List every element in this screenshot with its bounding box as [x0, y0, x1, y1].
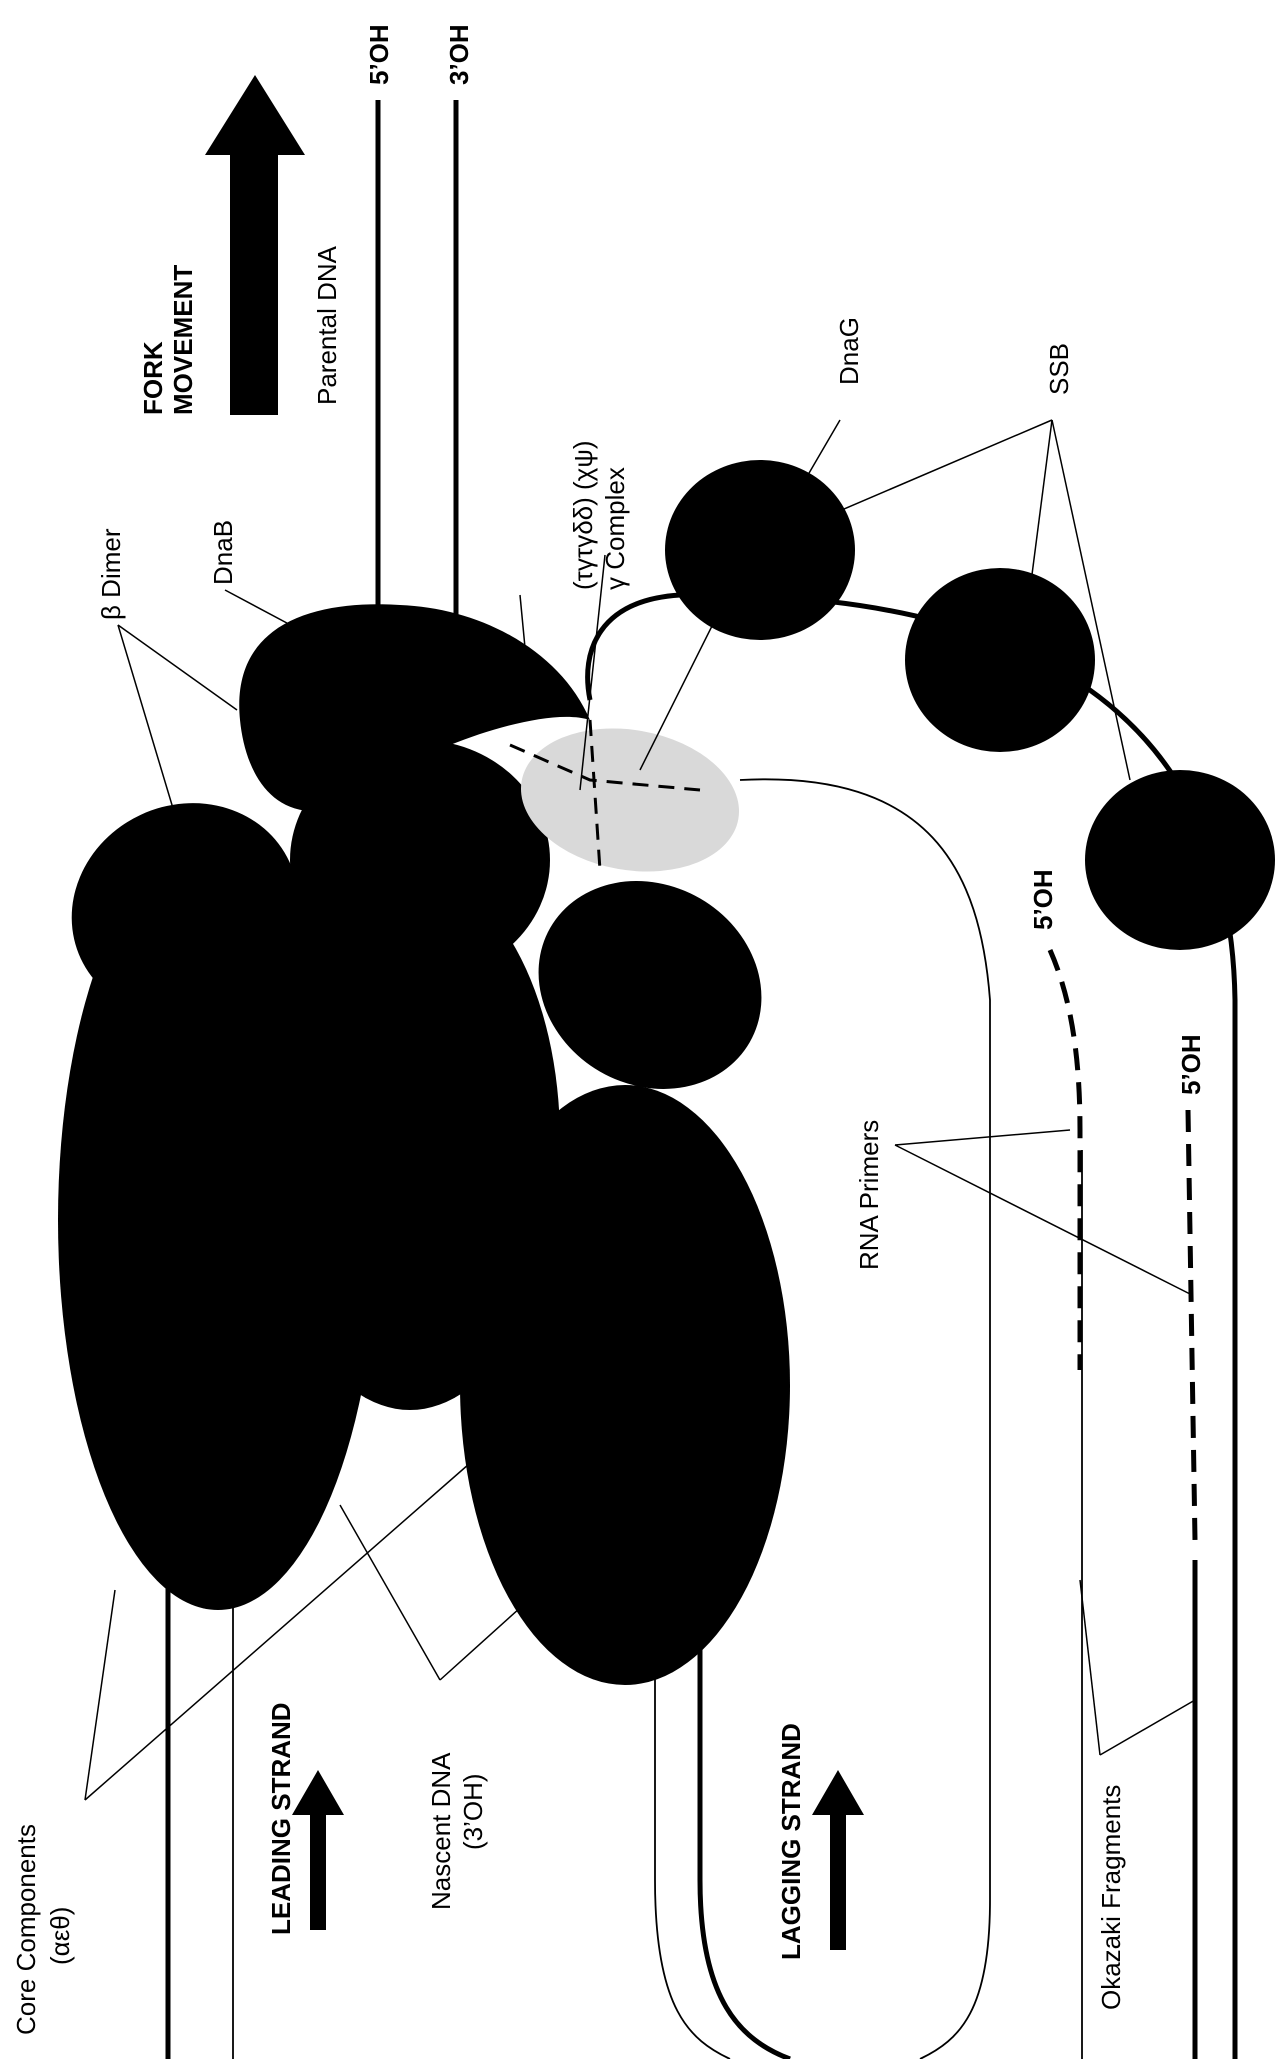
leader-ssb-1	[830, 420, 1052, 515]
nascent-dna-label: Nascent DNA (3’OH)	[426, 1752, 488, 1910]
leader-dnab	[225, 590, 300, 630]
leader-beta-2	[118, 625, 237, 710]
fork-movement-line1: FORK	[138, 341, 168, 415]
five-oh-primer2-label: 5’OH	[1176, 1034, 1206, 1095]
leader-core-1	[85, 1590, 115, 1800]
beta-dimer-label: β Dimer	[96, 528, 126, 620]
gamma-complex-line2: γ Complex	[600, 467, 630, 590]
rna-primer-dashed-1	[1050, 950, 1080, 1370]
okazaki-fragments-label: Okazaki Fragments	[1096, 1785, 1126, 2010]
nascent-dna-line1: Nascent DNA	[426, 1752, 456, 1910]
fork-movement-arrow	[205, 75, 305, 415]
dnag-blob	[665, 460, 855, 640]
five-oh-top-label: 5’OH	[364, 24, 394, 85]
lagging-strand-label: LAGGING STRAND	[776, 1723, 806, 1960]
dnab-label: DnaB	[208, 520, 238, 585]
fork-movement-line2: MOVEMENT	[168, 265, 198, 415]
rna-primer-dashed-2	[1188, 1110, 1195, 1540]
gamma-complex-label: (τγτγδδ) (χψ) γ Complex	[568, 440, 630, 590]
leader-ssb-2	[1030, 420, 1052, 590]
leader-okazaki-2	[1100, 1700, 1195, 1755]
nascent-dna-line2: (3’OH)	[458, 1773, 488, 1850]
three-oh-top-label: 3’OH	[444, 24, 474, 85]
parental-dna-label: Parental DNA	[312, 245, 342, 405]
leader-okazaki-1	[1080, 1580, 1100, 1755]
ssb-label: SSB	[1044, 343, 1074, 395]
fork-movement-label: FORK MOVEMENT	[138, 265, 198, 415]
dnag-label: DnaG	[834, 317, 864, 385]
leading-strand-arrow	[292, 1770, 344, 1930]
gamma-complex-line1: (τγτγδδ) (χψ)	[568, 440, 598, 590]
ssb-blob-2	[1085, 770, 1275, 950]
leading-strand-label: LEADING STRAND	[266, 1702, 296, 1935]
leader-dnag-1	[805, 420, 840, 480]
core-components-label: Core Components (αεθ)	[11, 1824, 75, 2035]
rna-primers-label: RNA Primers	[854, 1120, 884, 1270]
five-oh-primer1-label: 5’OH	[1028, 869, 1058, 930]
leader-beta-1	[118, 625, 175, 815]
leader-nascent-1	[340, 1505, 440, 1680]
core-components-line2: (αεθ)	[45, 1907, 75, 1965]
leader-rna-2	[895, 1145, 1192, 1295]
lagging-strand-arrow	[812, 1770, 864, 1950]
ssb-blob-1	[905, 568, 1095, 752]
leader-nascent-2	[440, 1590, 540, 1680]
leader-rna-1	[895, 1130, 1070, 1145]
core-components-line1: Core Components	[11, 1824, 41, 2035]
